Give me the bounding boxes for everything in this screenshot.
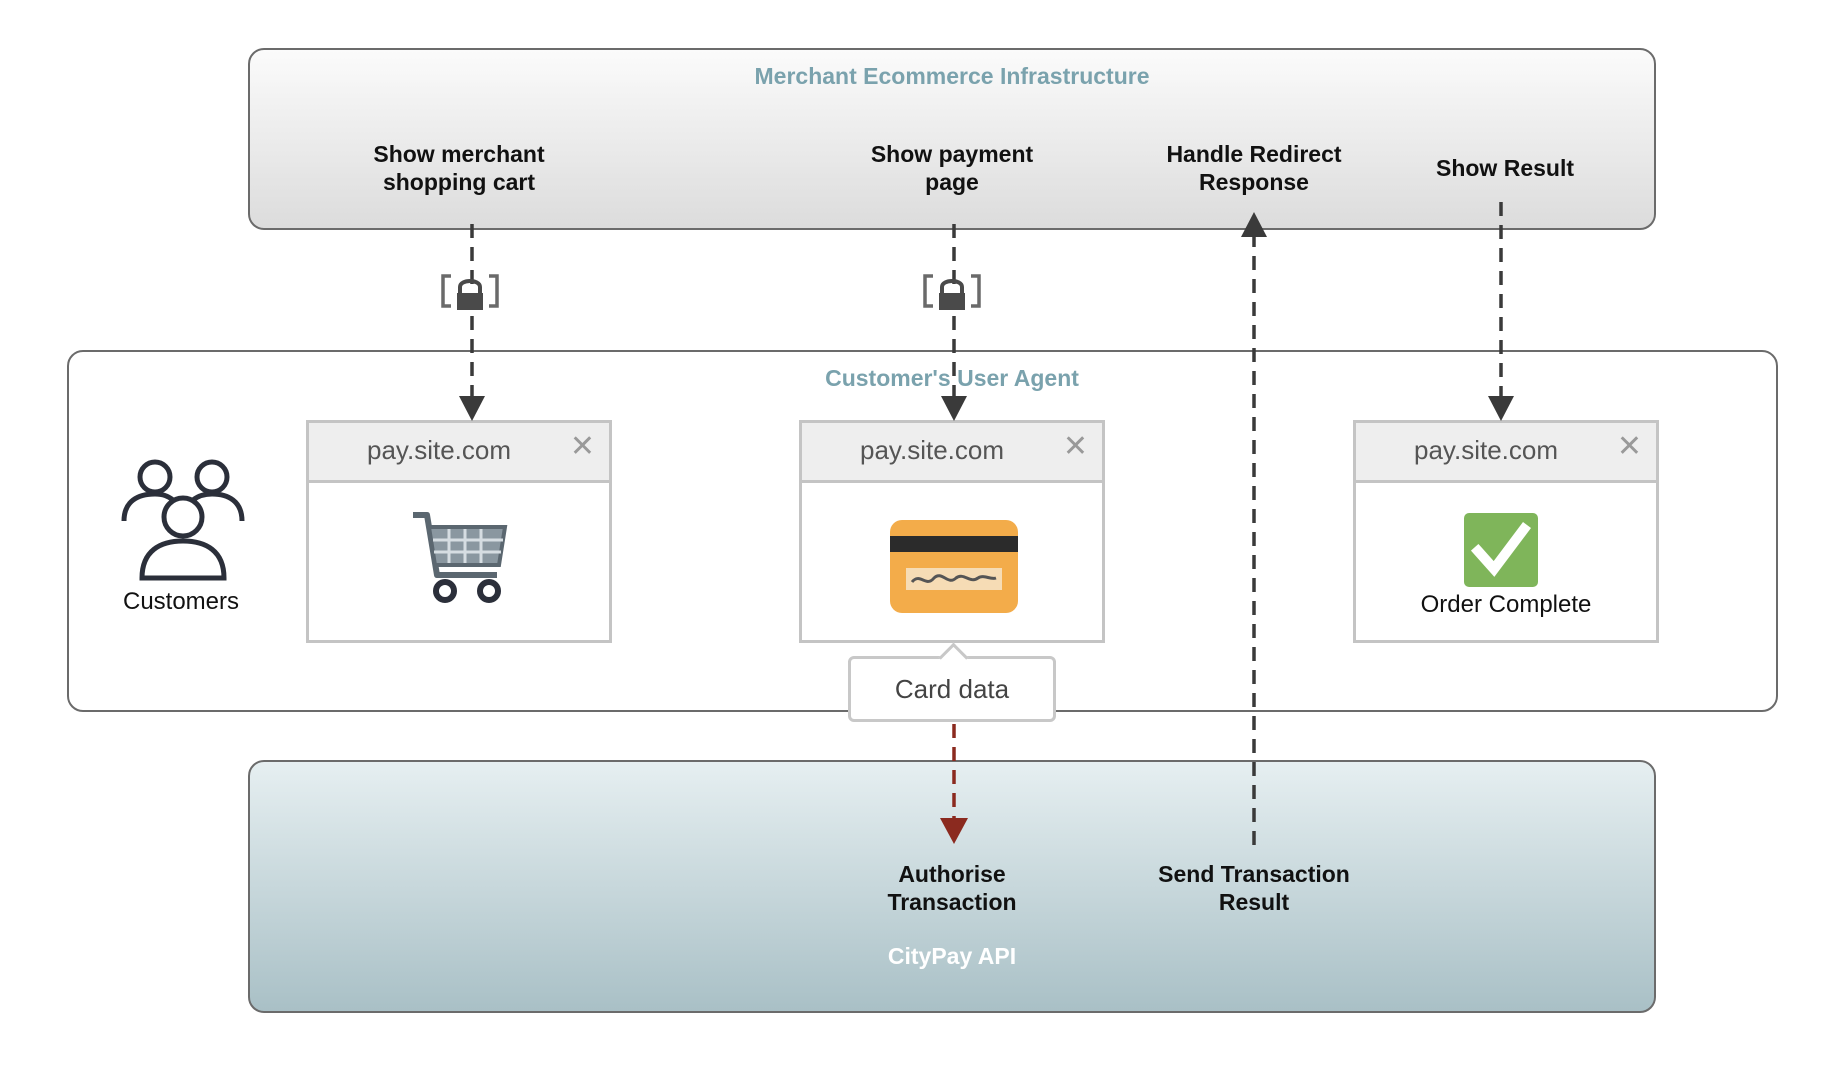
merchant-infrastructure-zone xyxy=(248,48,1656,230)
browser-window-payment: pay.site.com ✕ xyxy=(799,420,1105,643)
card-data-callout: Card data xyxy=(848,642,1056,722)
close-icon[interactable]: ✕ xyxy=(1062,430,1088,463)
arrowhead-payment xyxy=(941,396,967,421)
arrowhead-redirect xyxy=(1241,212,1267,237)
close-icon[interactable]: ✕ xyxy=(1616,430,1642,463)
customers-label: Customers xyxy=(122,588,240,615)
step-authorise-transaction: Authorise Transaction xyxy=(887,861,1017,915)
browser-url: pay.site.com xyxy=(1413,435,1558,465)
browser-url: pay.site.com xyxy=(366,435,511,465)
merchant-zone-title: Merchant Ecommerce Infrastructure xyxy=(754,63,1150,89)
browser-address-bar: pay.site.com ✕ xyxy=(1356,423,1656,483)
lock-icon-cart xyxy=(441,274,499,310)
shopping-cart-icon xyxy=(413,512,508,603)
customers-icon xyxy=(121,459,245,581)
browser-address-bar: pay.site.com ✕ xyxy=(309,423,609,483)
browser-url: pay.site.com xyxy=(859,435,1004,465)
api-zone-title: CityPay API xyxy=(887,943,1017,969)
close-icon[interactable]: ✕ xyxy=(569,430,595,463)
credit-card-icon xyxy=(890,520,1018,613)
browser-address-bar: pay.site.com ✕ xyxy=(802,423,1102,483)
step-show-payment: Show payment page xyxy=(870,141,1034,195)
checkmark-icon xyxy=(1464,513,1538,587)
lock-icon-payment xyxy=(923,274,981,310)
step-send-transaction-result: Send Transaction Result xyxy=(1158,861,1350,915)
arrowhead-card-data xyxy=(940,818,968,844)
step-handle-redirect: Handle Redirect Response xyxy=(1166,141,1342,195)
browser-window-result: pay.site.com ✕ Order Complete xyxy=(1353,420,1659,643)
card-data-label: Card data xyxy=(894,674,1010,704)
step-show-result: Show Result xyxy=(1435,155,1575,181)
citypay-api-zone xyxy=(248,760,1656,1013)
step-show-cart: Show merchant shopping cart xyxy=(373,141,545,195)
arrowhead-cart xyxy=(459,396,485,421)
arrowhead-result xyxy=(1488,396,1514,421)
order-complete-caption: Order Complete xyxy=(1420,591,1592,618)
browser-window-cart: pay.site.com ✕ xyxy=(306,420,612,643)
agent-zone-title: Customer's User Agent xyxy=(825,365,1079,391)
